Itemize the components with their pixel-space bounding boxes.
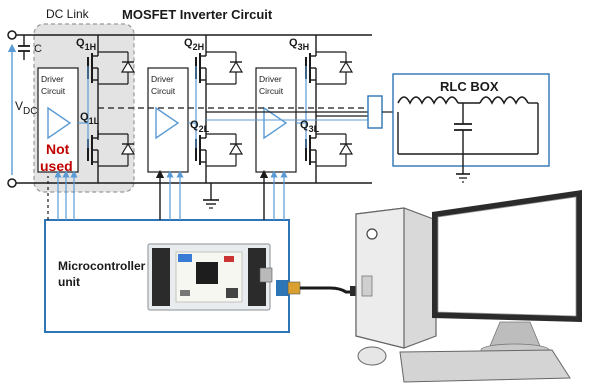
- leg-3: [305, 35, 353, 183]
- keyboard-icon: [399, 349, 571, 383]
- dc-link-capacitor: [18, 35, 30, 60]
- driver-1-label-b: Circuit: [41, 86, 66, 96]
- dc-negative-terminal: [7, 178, 17, 188]
- driver-1-label-a: Driver: [41, 74, 64, 84]
- driver-2-label-a: Driver: [151, 74, 174, 84]
- not-used-label-2: used: [40, 158, 73, 174]
- ground-symbol: [203, 183, 219, 209]
- leg-2: [195, 35, 243, 183]
- usb-cable-icon: [276, 280, 362, 296]
- leg-1: [87, 35, 135, 183]
- not-used-label-1: Not: [46, 141, 70, 157]
- q3l-label: Q3L: [300, 119, 320, 134]
- q2l-label: Q2L: [190, 119, 210, 134]
- microcontroller-board-icon: [147, 243, 273, 311]
- connector-block: [367, 95, 383, 129]
- mcu-label-1: Microcontroller: [58, 259, 146, 273]
- rlc-box-label: RLC BOX: [440, 79, 499, 94]
- dc-link-label: DC Link: [46, 7, 90, 21]
- diagram-title: MOSFET Inverter Circuit: [122, 7, 273, 22]
- q2h-label: Q2H: [184, 37, 204, 52]
- dc-positive-terminal: [7, 30, 17, 40]
- driver-3-label-b: Circuit: [259, 86, 284, 96]
- driver-3-label-a: Driver: [259, 74, 282, 84]
- vdc-label: VDC: [15, 99, 37, 117]
- mcu-label-2: unit: [58, 275, 80, 289]
- driver-2-label-b: Circuit: [151, 86, 176, 96]
- mouse-icon: [357, 346, 387, 366]
- driver-circuit-2: [147, 67, 189, 173]
- q1h-label: Q1H: [76, 37, 96, 52]
- q1l-label: Q1L: [80, 111, 100, 126]
- monitor-icon: [432, 190, 582, 357]
- pc-tower-icon: [355, 207, 437, 349]
- gate-signal-lines: [47, 169, 288, 220]
- rlc-box: [392, 73, 550, 183]
- q3h-label: Q3H: [289, 37, 309, 52]
- capacitor-label: C: [34, 43, 42, 55]
